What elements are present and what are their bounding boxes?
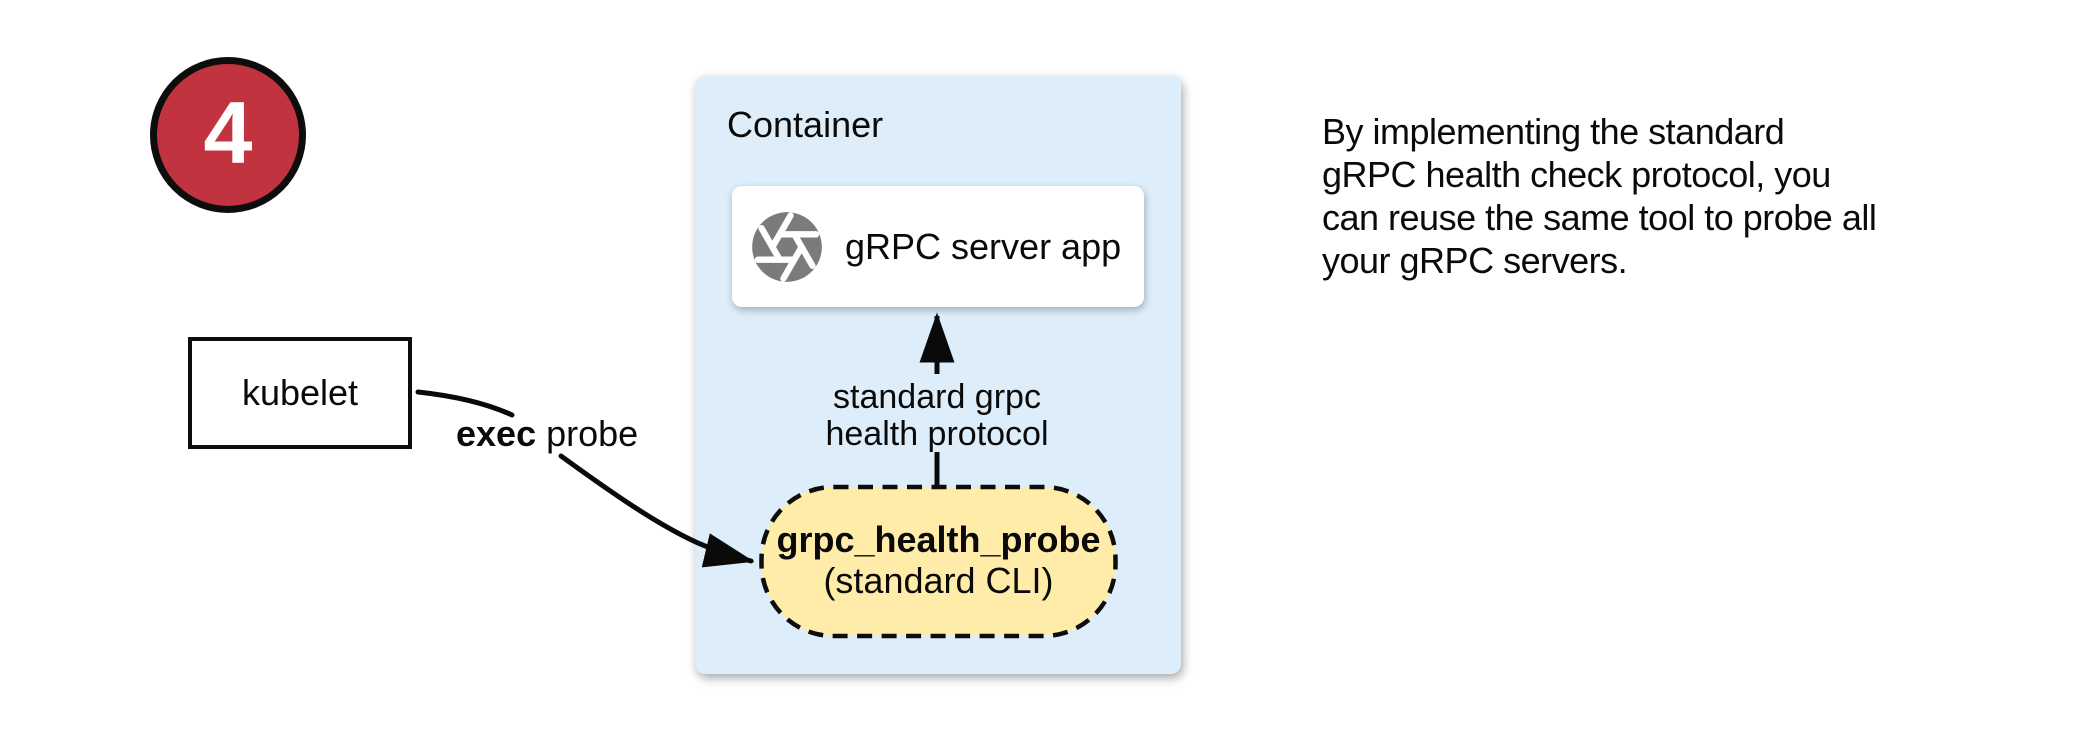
note-text: By implementing the standard gRPC health… xyxy=(1322,110,1877,282)
note-line: your gRPC servers. xyxy=(1322,240,1628,281)
grpc-health-probe-name: grpc_health_probe xyxy=(776,519,1101,560)
note-line: can reuse the same tool to probe all xyxy=(1322,197,1877,238)
health-protocol-label: standard grpc health protocol xyxy=(757,379,1117,453)
grpc-server-app-label: gRPC server app xyxy=(845,225,1122,267)
grpc-health-probe-subtitle: (standard CLI) xyxy=(823,560,1054,601)
kubelet-box: kubelet xyxy=(188,337,412,449)
exec-probe-label-rest: probe xyxy=(536,413,639,454)
exec-probe-label-bold: exec xyxy=(456,413,537,454)
grpc-health-probe-pill: grpc_health_probe (standard CLI) xyxy=(761,519,1116,601)
note-line: By implementing the standard xyxy=(1322,111,1785,152)
grpc-server-app-box: gRPC server app xyxy=(732,186,1144,307)
exec-probe-arrow-segment-1 xyxy=(415,389,515,418)
note-line: gRPC health check protocol, you xyxy=(1322,154,1831,195)
step-badge: 4 xyxy=(150,57,306,213)
health-protocol-line1: standard grpc xyxy=(833,378,1041,416)
health-protocol-line2: health protocol xyxy=(825,415,1049,453)
container-title: Container xyxy=(727,104,884,145)
aperture-icon xyxy=(752,211,822,282)
kubelet-label: kubelet xyxy=(241,372,359,413)
step-number: 4 xyxy=(203,83,253,182)
exec-probe-label: exec probe xyxy=(456,416,638,452)
